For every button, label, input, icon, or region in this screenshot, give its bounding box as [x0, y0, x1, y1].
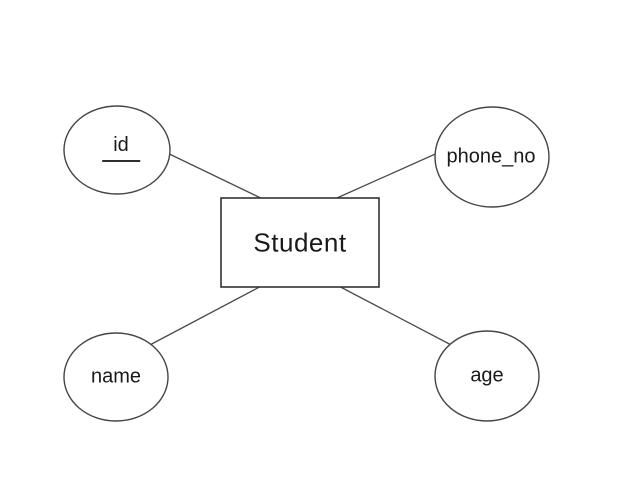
attribute-ellipse-name — [63, 332, 169, 422]
entity-label-student: Student — [253, 227, 347, 258]
connector-line-age — [330, 281, 458, 349]
attribute-ellipse-phone-no — [434, 106, 550, 208]
attribute-label-id: id — [102, 134, 140, 162]
connector-line-id — [158, 148, 270, 203]
attribute-ellipse-id — [63, 105, 171, 195]
attribute-label-age: age — [470, 364, 504, 387]
primary-key-underlined-text: id — [102, 134, 140, 162]
connector-line-phone-no — [327, 150, 443, 203]
entity-rectangle-student — [220, 197, 380, 288]
attribute-ellipse-age — [434, 330, 540, 422]
attribute-label-phone-no: phone_no — [446, 145, 536, 168]
connector-line-name — [145, 281, 270, 348]
attribute-label-name: name — [90, 365, 142, 388]
